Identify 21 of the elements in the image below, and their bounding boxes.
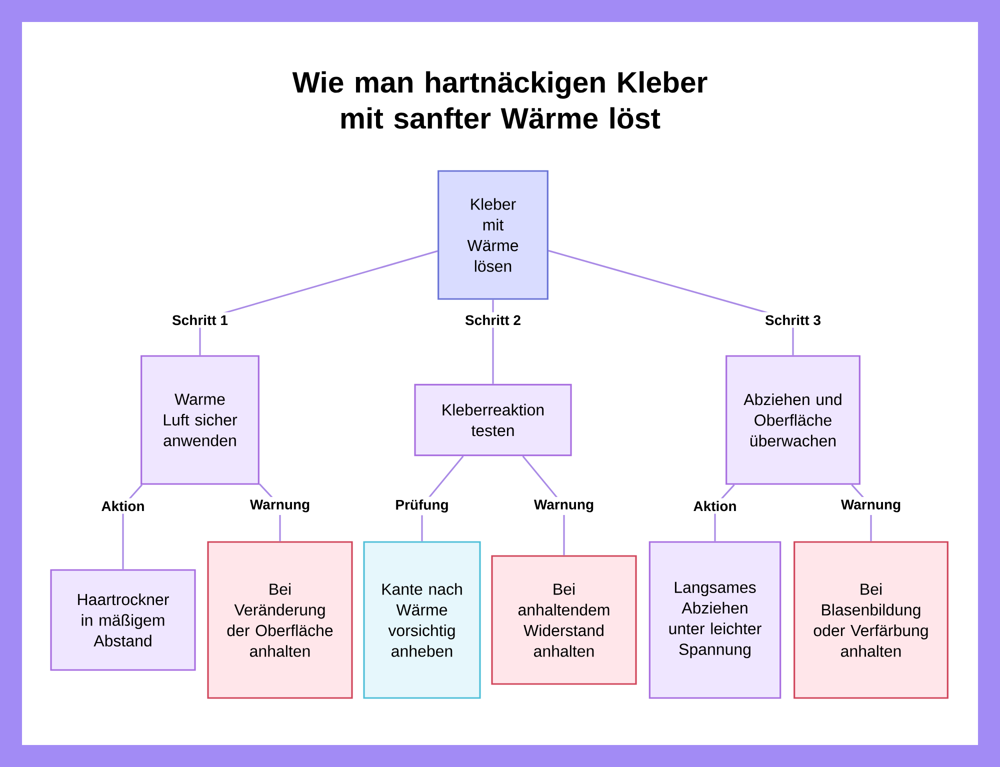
step-box: Abziehen und Oberfläche überwachen xyxy=(726,355,860,485)
edge-label: Warnung xyxy=(838,497,904,515)
connector xyxy=(548,250,794,356)
step-box: Langsames Abziehen unter leichter Spannung xyxy=(648,541,782,699)
check-box: Kante nach Wärme vorsichtig anheben xyxy=(363,541,481,699)
edge-label: Warnung xyxy=(247,497,313,515)
step-box: Haartrockner in mäßigem Abstand xyxy=(50,569,196,671)
edge-label: Aktion xyxy=(690,498,740,514)
diagram-title: Wie man hartnäckigen Kleber mit sanfter Wärme löst xyxy=(292,71,708,129)
edge-label: Schritt 2 xyxy=(462,312,524,328)
edge-label: Schritt 3 xyxy=(762,312,824,328)
warning-box: Bei Veränderung der Oberfläche anhalten xyxy=(207,541,353,699)
root-box: Kleber mit Wärme lösen xyxy=(438,170,548,300)
edge-label: Aktion xyxy=(98,498,148,514)
edge-label: Warnung xyxy=(531,497,597,515)
step-box: Warme Luft sicher anwenden xyxy=(140,355,260,485)
warning-box: Bei anhaltendem Widerstand anhalten xyxy=(491,555,637,685)
edge-label: Schritt 1 xyxy=(169,312,231,328)
step-box: Kleberreaktion testen xyxy=(414,384,572,456)
warning-box: Bei Blasenbildung oder Verfärbung anhalten xyxy=(794,541,948,699)
edge-label: Prüfung xyxy=(392,496,452,516)
